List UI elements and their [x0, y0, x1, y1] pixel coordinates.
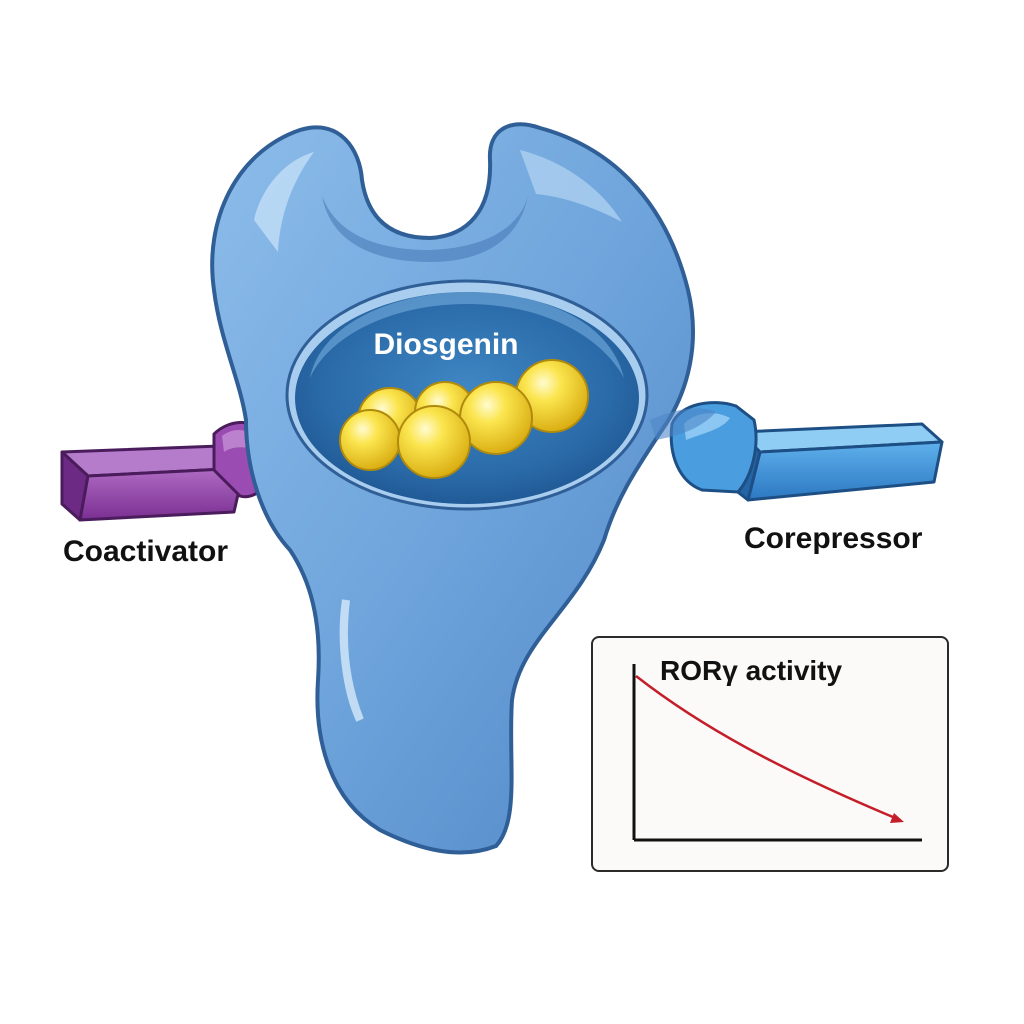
ligand-sphere [339, 409, 401, 471]
coactivator-block [60, 421, 274, 522]
corepressor-block [669, 401, 944, 502]
ligand-sphere [397, 405, 471, 479]
diosgenin-label: Diosgenin [373, 328, 518, 361]
diosgenin-molecule [339, 359, 589, 479]
activity-plot-panel [591, 636, 949, 872]
corepressor-label: Corepressor [744, 522, 923, 555]
coactivator-label: Coactivator [63, 535, 228, 568]
